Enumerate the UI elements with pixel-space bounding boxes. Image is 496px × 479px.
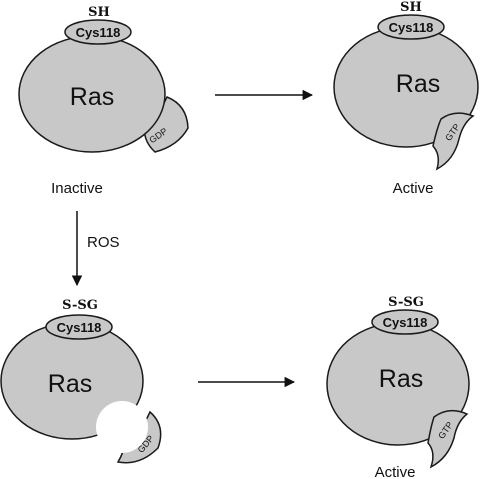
cys118-label: Cys118 [389,20,434,35]
empty-binding-site [96,401,148,453]
panel-bottom-left: GDP Cys118 S-SG Ras [0,298,162,464]
panel-top-left: GDP Cys118 SH Ras Inactive [18,5,189,197]
state-inactive: Inactive [51,180,103,197]
cys118-label: Cys118 [76,25,121,40]
gtp-wedge [432,112,475,171]
panel-bottom-right: GTP Cys118 S-SG Ras Active [326,295,470,479]
cys118-badge [45,314,113,340]
ras-label: Ras [396,70,440,98]
ras-label: Ras [70,83,114,111]
state-active: Active [375,464,416,479]
cys118-label: Cys118 [57,320,102,335]
sh-label: SH [400,0,422,15]
cys118-label: Cys118 [383,315,428,330]
sh-label: SH [88,5,110,20]
gtp-wedge [427,409,469,469]
cys118-badge [371,309,439,335]
cys118-badge [64,19,132,45]
cys118-badge [377,14,445,40]
ras-label: Ras [379,365,423,393]
state-active: Active [393,180,434,197]
ssg-label: S-SG [62,298,98,313]
ras-label: Ras [48,370,92,398]
panel-top-right: GTP Cys118 SH Ras Active [333,0,479,197]
ros-label: ROS [87,234,120,251]
ssg-label: S-SG [388,295,424,310]
